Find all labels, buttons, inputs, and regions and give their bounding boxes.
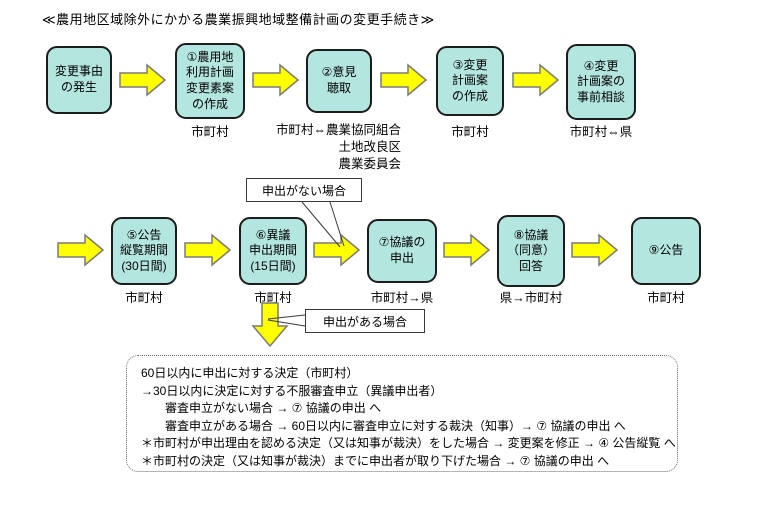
note-line: →30日以内に決定に対する不服審査申立（異議申出者） (141, 383, 443, 398)
actor-label-step4: 市町村⇔県 (569, 125, 633, 139)
flow-arrow-right-icon (313, 233, 361, 267)
diagram-title: ≪農用地区域除外にかかる農業振興地域整備計画の変更手続き≫ (42, 12, 435, 27)
note-line: ＊市町村の決定（又は知事が裁決）までに申出者が取り下げた場合 → ⑦ 協議の申出… (141, 453, 610, 468)
actor-label-step2: 市町村⇔農業協同組合 土地改良区 農業委員会 (276, 123, 402, 171)
flow-box-step3: ③変更 計画案 の作成 (436, 46, 504, 116)
flow-box-step8: ⑧協議 （同意） 回答 (497, 215, 565, 287)
flow-box-step7: ⑦協議の 申出 (367, 219, 437, 283)
flow-arrow-right-icon (184, 233, 232, 267)
actor-label-step7: 市町村→県 (370, 291, 434, 305)
flow-arrow-right-icon (252, 63, 300, 97)
flow-box-step5: ⑤公告 縦覧期間 (30日間) (111, 217, 177, 285)
flow-arrow-right-icon (380, 63, 428, 97)
flow-box-start: 変更事由 の発生 (46, 46, 112, 114)
flow-arrow-right-icon (571, 233, 619, 267)
procedure-note-box: 60日以内に申出に対する決定（市町村） →30日以内に決定に対する不服審査申立（… (126, 355, 678, 472)
callout-request: 申出がある場合 (305, 309, 425, 333)
note-line: ＊市町村が申出理由を認める決定（又は知事が裁決）をした場合 → 変更案を修正 →… (141, 436, 676, 450)
flow-arrow-right-icon (57, 233, 105, 267)
flow-arrow-down-icon (251, 302, 289, 348)
flow-arrow-right-icon (443, 233, 491, 267)
note-line: 審査申立がない場合 → ⑦ 協議の申出 へ (141, 401, 382, 415)
actor-label-step9: 市町村 (647, 291, 685, 305)
note-line: 60日以内に申出に対する決定（市町村） (141, 366, 359, 380)
flow-box-step4: ④変更 計画案の 事前相談 (566, 44, 636, 120)
flow-box-step9: ⑨公告 (631, 217, 701, 285)
flow-box-step2: ②意見 聴取 (306, 49, 372, 113)
flow-box-step1: ①農用地 利用計画 変更素案 の作成 (175, 43, 245, 119)
actor-label-step6: 市町村 (254, 291, 292, 305)
callout-no-request: 申出がない場合 (246, 178, 362, 202)
flow-arrow-right-icon (512, 63, 560, 97)
actor-label-step5: 市町村 (125, 291, 163, 305)
flow-arrow-right-icon (119, 63, 167, 97)
actor-label-step3: 市町村 (451, 125, 489, 139)
actor-label-step8: 県→市町村 (499, 291, 563, 305)
note-line: 審査申立がある場合 → 60日以内に審査申立に対する裁決（知事）→ ⑦ 協議の申… (141, 418, 626, 433)
flow-box-step6: ⑥異議 申出期間 (15日間) (239, 217, 307, 285)
actor-label-step1: 市町村 (191, 125, 229, 139)
